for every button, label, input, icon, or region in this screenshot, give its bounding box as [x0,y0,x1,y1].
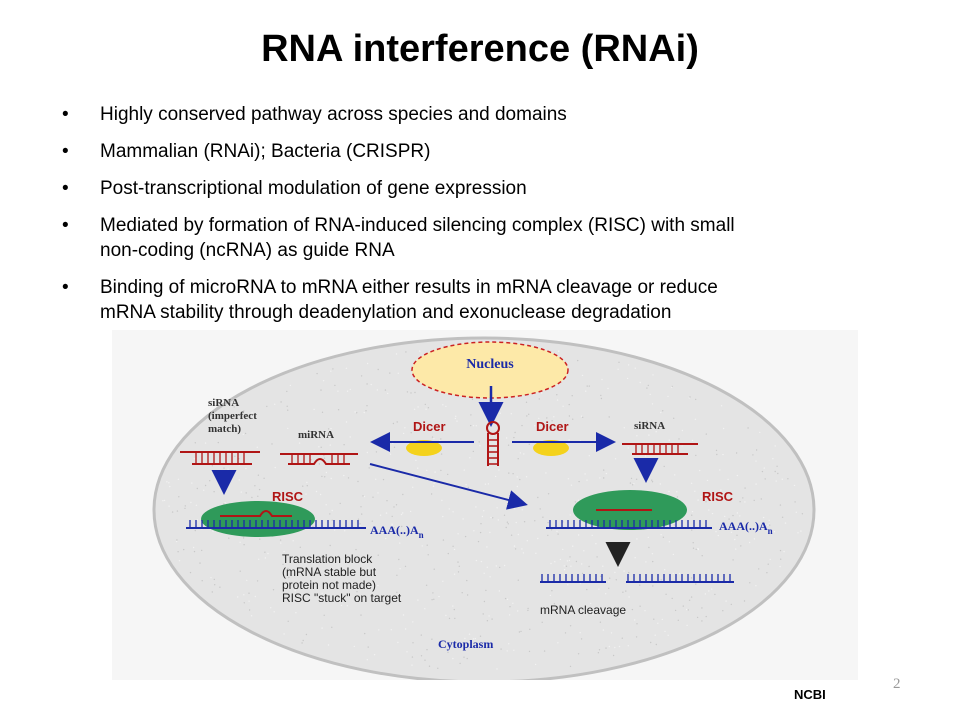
translation-block-text: Translation block (mRNA stable but prote… [282,552,402,605]
bullet-text: Highly conserved pathway across species … [100,104,567,125]
bullet-item: • Binding of microRNA to mRNA either res… [62,275,922,325]
mirna-label: miRNA [298,429,334,441]
bullet-dot: • [62,215,69,236]
bullet-dot: • [62,104,69,125]
page-number: 2 [893,676,901,692]
risc-left-guide-rna [220,510,292,517]
target-mrna-left [186,520,366,529]
bullet-text-line-1: Binding of microRNA to mRNA either resul… [100,277,718,298]
arrow-mirna-to-risc-right [369,463,528,510]
sirna-right-label: siRNA [634,420,665,432]
sirna-right-duplex [622,443,698,455]
bullet-item: • Mammalian (RNAi); Bacteria (CRISPR) [62,139,922,164]
polya-tail-right: AAA(..)An [719,519,773,536]
target-mrna-right [546,520,712,529]
cell-outline [152,336,816,680]
risc-right-label: RISC [702,489,734,504]
risc-left-label: RISC [272,489,304,504]
bullet-dot: • [62,277,69,298]
bullet-text-line-1: Mediated by formation of RNA-induced sil… [100,215,735,236]
bullet-dot: • [62,178,69,199]
bullet-text-line-2: mRNA stability through deadenylation and… [100,302,672,323]
bullet-list: • Highly conserved pathway across specie… [62,102,922,337]
dicer-left-label: Dicer [413,419,446,434]
cleaved-mrna-fragments [540,574,734,583]
bullet-item: • Post-transcriptional modulation of gen… [62,176,922,201]
cytoplasm-label: Cytoplasm [438,637,493,651]
sirna-imperfect-duplex [180,451,260,465]
cytoplasm-texture [162,349,804,670]
dicer-left-enzyme [406,440,442,456]
bullet-text-line-2: non-coding (ncRNA) as guide RNA [100,240,395,261]
sirna-imperfect-label: siRNA (imperfect match) [208,397,260,435]
dicer-right-label: Dicer [536,419,569,434]
risc-left-complex [201,501,315,537]
bullet-text: Post-transcriptional modulation of gene … [100,178,527,199]
bullet-item: • Mediated by formation of RNA-induced s… [62,213,922,263]
mirna-duplex [280,453,358,465]
bullet-dot: • [62,141,69,162]
source-credit: NCBI [794,687,826,702]
hairpin-precursor [486,421,500,466]
mrna-cleavage-label: mRNA cleavage [540,603,626,617]
nucleus-label: Nucleus [466,357,514,372]
polya-tail-left: AAA(..)An [370,523,424,540]
bullet-text: Mammalian (RNAi); Bacteria (CRISPR) [100,141,431,162]
dicer-right-enzyme [533,440,569,456]
rnai-diagram: Nucleus Dicer Dicer siRNA (imperfect mat… [112,330,858,680]
slide-title: RNA interference (RNAi) [261,28,699,70]
bullet-item: • Highly conserved pathway across specie… [62,102,922,127]
